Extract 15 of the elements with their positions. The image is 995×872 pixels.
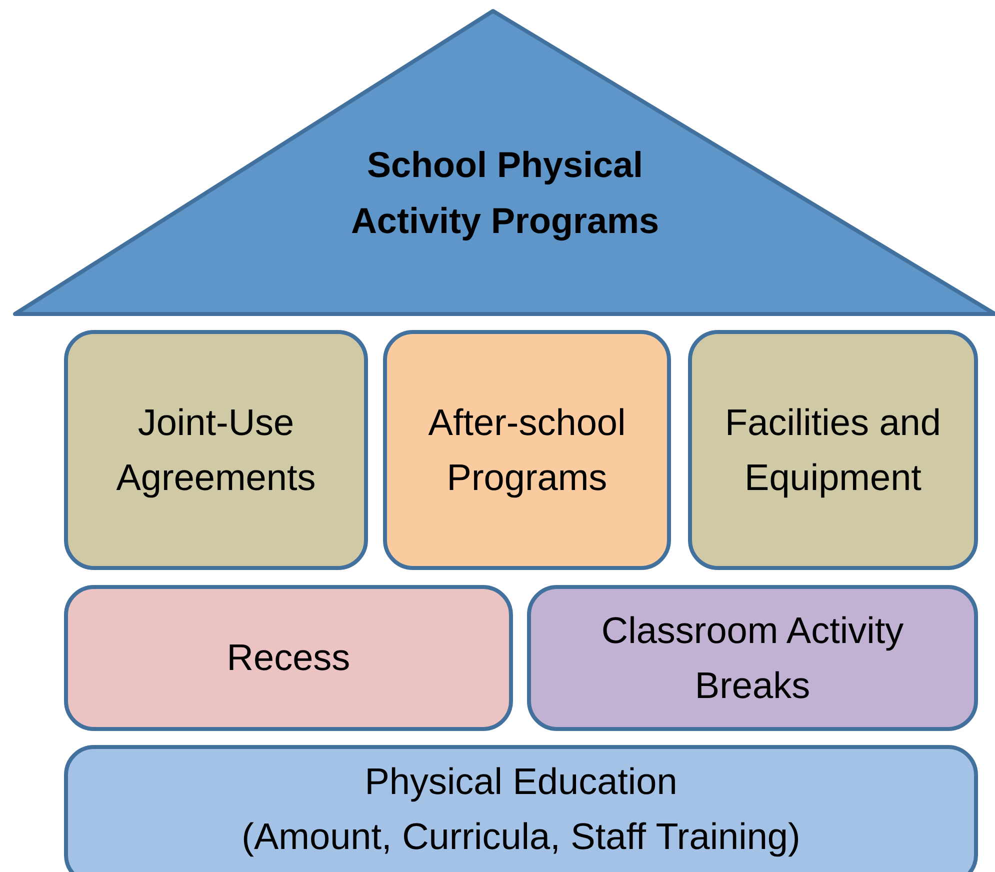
category-box	[64, 330, 368, 570]
box-label: Classroom Activity Breaks	[600, 608, 905, 708]
box-label: Joint-Use Agreements	[115, 400, 317, 500]
category-box	[383, 330, 671, 570]
box-label: Physical Education	[364, 760, 678, 804]
box-label: After-school Programs	[427, 400, 627, 500]
box-label: (Amount, Curricula, Staff Training)	[242, 815, 800, 859]
roof-title: School Physical Activity Programs	[350, 143, 660, 243]
box-label: Recess	[226, 636, 350, 680]
roof-shape	[12, 8, 995, 318]
category-box	[527, 585, 978, 731]
category-box	[64, 585, 513, 731]
category-box	[64, 745, 978, 872]
category-box	[688, 330, 978, 570]
box-label: Facilities and Equipment	[724, 400, 942, 500]
